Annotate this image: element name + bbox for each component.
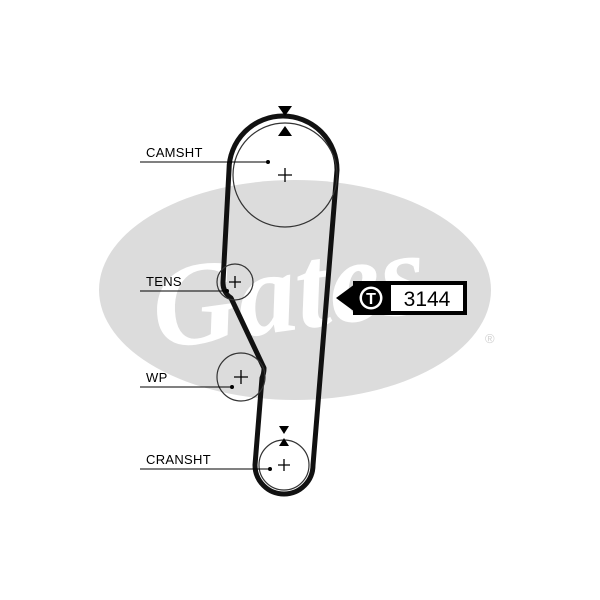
registered-mark: ® xyxy=(485,331,495,346)
tensioner-center-cross xyxy=(229,276,241,288)
camshaft-pulley-outline xyxy=(232,122,338,228)
crankshaft-label-group: CRANSHT xyxy=(140,452,272,471)
tensioner-label-group: TENS xyxy=(140,274,229,293)
tensioner-leader-dot xyxy=(225,289,229,293)
belt-code-number: 3144 xyxy=(404,288,451,311)
camshaft-timing-mark-top xyxy=(278,106,292,116)
camshaft-pulley xyxy=(232,106,338,228)
crankshaft-pulley xyxy=(258,426,310,491)
tensioner-pulley xyxy=(216,263,254,301)
belt-code-pointer xyxy=(336,284,355,312)
crankshaft-label: CRANSHT xyxy=(146,452,211,467)
water-pump-pulley-outline xyxy=(216,352,266,402)
crankshaft-center-cross xyxy=(278,459,290,471)
camshaft-label: CAMSHT xyxy=(146,145,203,160)
tensioner-pulley-outline xyxy=(216,263,254,301)
crankshaft-timing-mark-top xyxy=(279,426,289,434)
camshaft-label-group: CAMSHT xyxy=(140,145,270,164)
water-pump-label-group: WP xyxy=(140,370,234,389)
tensioner-label: TENS xyxy=(146,274,182,289)
belt-code-letter: T xyxy=(366,291,376,308)
camshaft-timing-mark-bottom xyxy=(278,126,292,136)
camshaft-center-cross xyxy=(278,168,292,182)
crankshaft-leader-dot xyxy=(268,467,272,471)
water-pump-leader-dot xyxy=(230,385,234,389)
water-pump-pulley xyxy=(216,352,266,402)
belt-code-inner-box xyxy=(391,285,463,311)
belt-code-badge-dot xyxy=(362,289,380,307)
water-pump-center-cross xyxy=(234,370,248,384)
logo-ellipse xyxy=(99,180,491,400)
camshaft-leader-dot xyxy=(266,160,270,164)
crankshaft-timing-mark-bottom xyxy=(279,438,289,446)
belt-code-tag: T 3144 xyxy=(336,281,467,315)
water-pump-label: WP xyxy=(146,370,168,385)
